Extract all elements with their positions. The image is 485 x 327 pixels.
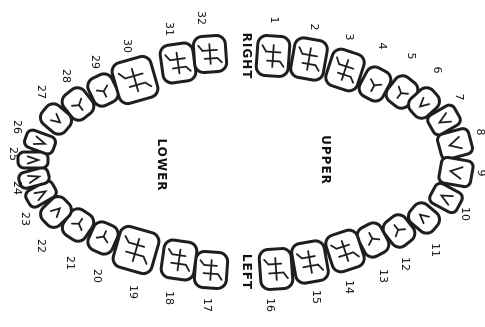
tooth-number-26: 26	[11, 120, 24, 134]
tooth-number-11: 11	[429, 243, 442, 257]
tooth-number-8: 8	[474, 129, 485, 136]
tooth-number-9: 9	[475, 170, 485, 177]
label-left: LEFT	[240, 254, 254, 290]
label-right: RIGHT	[240, 33, 254, 80]
tooth-number-16: 16	[264, 298, 277, 312]
tooth-number-12: 12	[399, 257, 412, 271]
tooth-32	[193, 35, 227, 73]
tooth-number-22: 22	[35, 239, 48, 253]
tooth-16	[259, 248, 294, 290]
tooth-number-24: 24	[11, 181, 24, 195]
tooth-number-30: 30	[121, 39, 134, 53]
tooth-number-21: 21	[64, 256, 77, 270]
tooth-number-19: 19	[127, 285, 140, 299]
tooth-number-18: 18	[163, 291, 176, 305]
tooth-17	[194, 251, 228, 289]
tooth-number-20: 20	[91, 269, 104, 283]
tooth-number-5: 5	[405, 53, 418, 60]
tooth-15	[290, 239, 329, 284]
tooth-number-4: 4	[376, 43, 389, 50]
label-lower: LOWER	[155, 138, 169, 191]
tooth-number-25: 25	[7, 147, 20, 161]
tooth-number-27: 27	[35, 85, 48, 99]
tooth-31	[159, 42, 197, 84]
tooth-number-23: 23	[19, 212, 32, 226]
tooth-number-15: 15	[310, 290, 323, 304]
tooth-number-10: 10	[459, 207, 472, 221]
tooth-number-7: 7	[453, 94, 466, 101]
tooth-18	[160, 239, 198, 281]
tooth-number-6: 6	[431, 67, 444, 74]
tooth-number-17: 17	[201, 298, 214, 312]
tooth-number-14: 14	[343, 280, 356, 294]
tooth-number-2: 2	[308, 24, 321, 31]
tooth-number-29: 29	[89, 55, 102, 69]
label-upper: UPPER	[319, 135, 333, 185]
tooth-number-13: 13	[377, 269, 390, 283]
tooth-1	[256, 35, 291, 77]
tooth-number-3: 3	[343, 34, 356, 41]
tooth-number-1: 1	[268, 17, 281, 24]
tooth-number-31: 31	[163, 22, 176, 36]
tooth-number-28: 28	[60, 69, 73, 83]
tooth-number-32: 32	[195, 11, 208, 25]
tooth-2	[289, 36, 328, 81]
